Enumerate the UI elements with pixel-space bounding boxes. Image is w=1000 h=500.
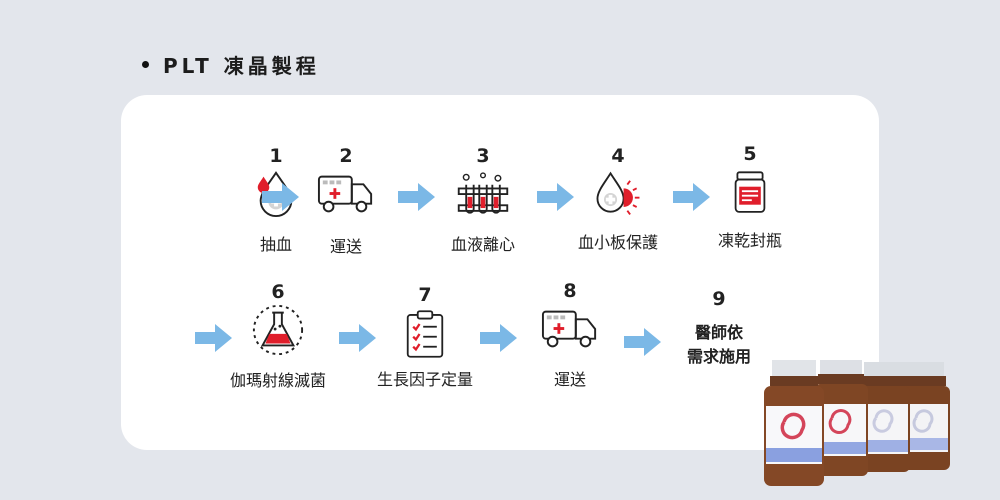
- step-6-number: 6: [271, 281, 285, 303]
- arrow-6-7: [339, 322, 377, 354]
- step-9: 9 醫師依 需求施用: [669, 287, 769, 369]
- step-8-label: 運送: [553, 370, 586, 389]
- vial-2: [814, 360, 868, 476]
- step-5: 5 凍乾封瓶: [685, 143, 815, 253]
- step-3-label: 血液離心: [450, 235, 515, 254]
- arrow-2-3: [398, 181, 436, 213]
- process-panel: 1 抽血 2 運送 3: [121, 95, 879, 450]
- arrow-3-4: [537, 181, 575, 213]
- ambulance-truck-icon: [317, 175, 373, 213]
- step-7: 7 生長因子定量: [360, 284, 490, 394]
- arrow-1-2: [262, 181, 300, 213]
- step-9-line1: 醫師依: [694, 323, 743, 342]
- bullet-dot: [142, 61, 149, 68]
- step-3-number: 3: [476, 145, 490, 167]
- step-5-number: 5: [743, 143, 757, 165]
- page-title: PLT 凍晶製程: [142, 50, 320, 79]
- step-6-label: 伽瑪射線滅菌: [229, 371, 326, 390]
- step-7-number: 7: [418, 284, 432, 306]
- step-5-label: 凍乾封瓶: [717, 231, 782, 250]
- step-4: 4 血小板保護: [553, 145, 683, 255]
- arrow-8-9: [624, 326, 662, 358]
- step-1-label: 抽血: [259, 235, 292, 254]
- test-tubes-icon: [457, 172, 509, 214]
- sealed-bottle-icon: [734, 171, 766, 213]
- step-4-label: 血小板保護: [577, 233, 658, 252]
- step-8: 8 運送: [505, 280, 635, 390]
- step-1-number: 1: [269, 145, 283, 167]
- vial-1: [764, 360, 824, 486]
- step-6: 6 伽瑪射線滅菌: [213, 281, 343, 391]
- step-2: 2 運送: [281, 145, 411, 256]
- product-vials-image: [764, 360, 950, 486]
- clipboard-checklist-icon: [406, 310, 444, 358]
- title-text: PLT 凍晶製程: [163, 54, 320, 78]
- protected-drop-icon: [596, 171, 640, 216]
- ambulance-truck-icon-2: [541, 310, 597, 348]
- arrow-5-6: [195, 322, 233, 354]
- step-9-number: 9: [712, 288, 726, 310]
- step-3: 3 血液離心: [418, 145, 548, 255]
- step-2-number: 2: [339, 145, 353, 167]
- arrow-7-8: [480, 322, 518, 354]
- step-4-number: 4: [611, 145, 625, 167]
- arrow-4-5: [673, 181, 711, 213]
- flask-radiation-icon: [252, 304, 304, 356]
- step-7-label: 生長因子定量: [376, 370, 473, 389]
- step-8-number: 8: [563, 280, 577, 302]
- step-9-line2: 需求施用: [686, 347, 751, 366]
- step-2-label: 運送: [329, 237, 362, 256]
